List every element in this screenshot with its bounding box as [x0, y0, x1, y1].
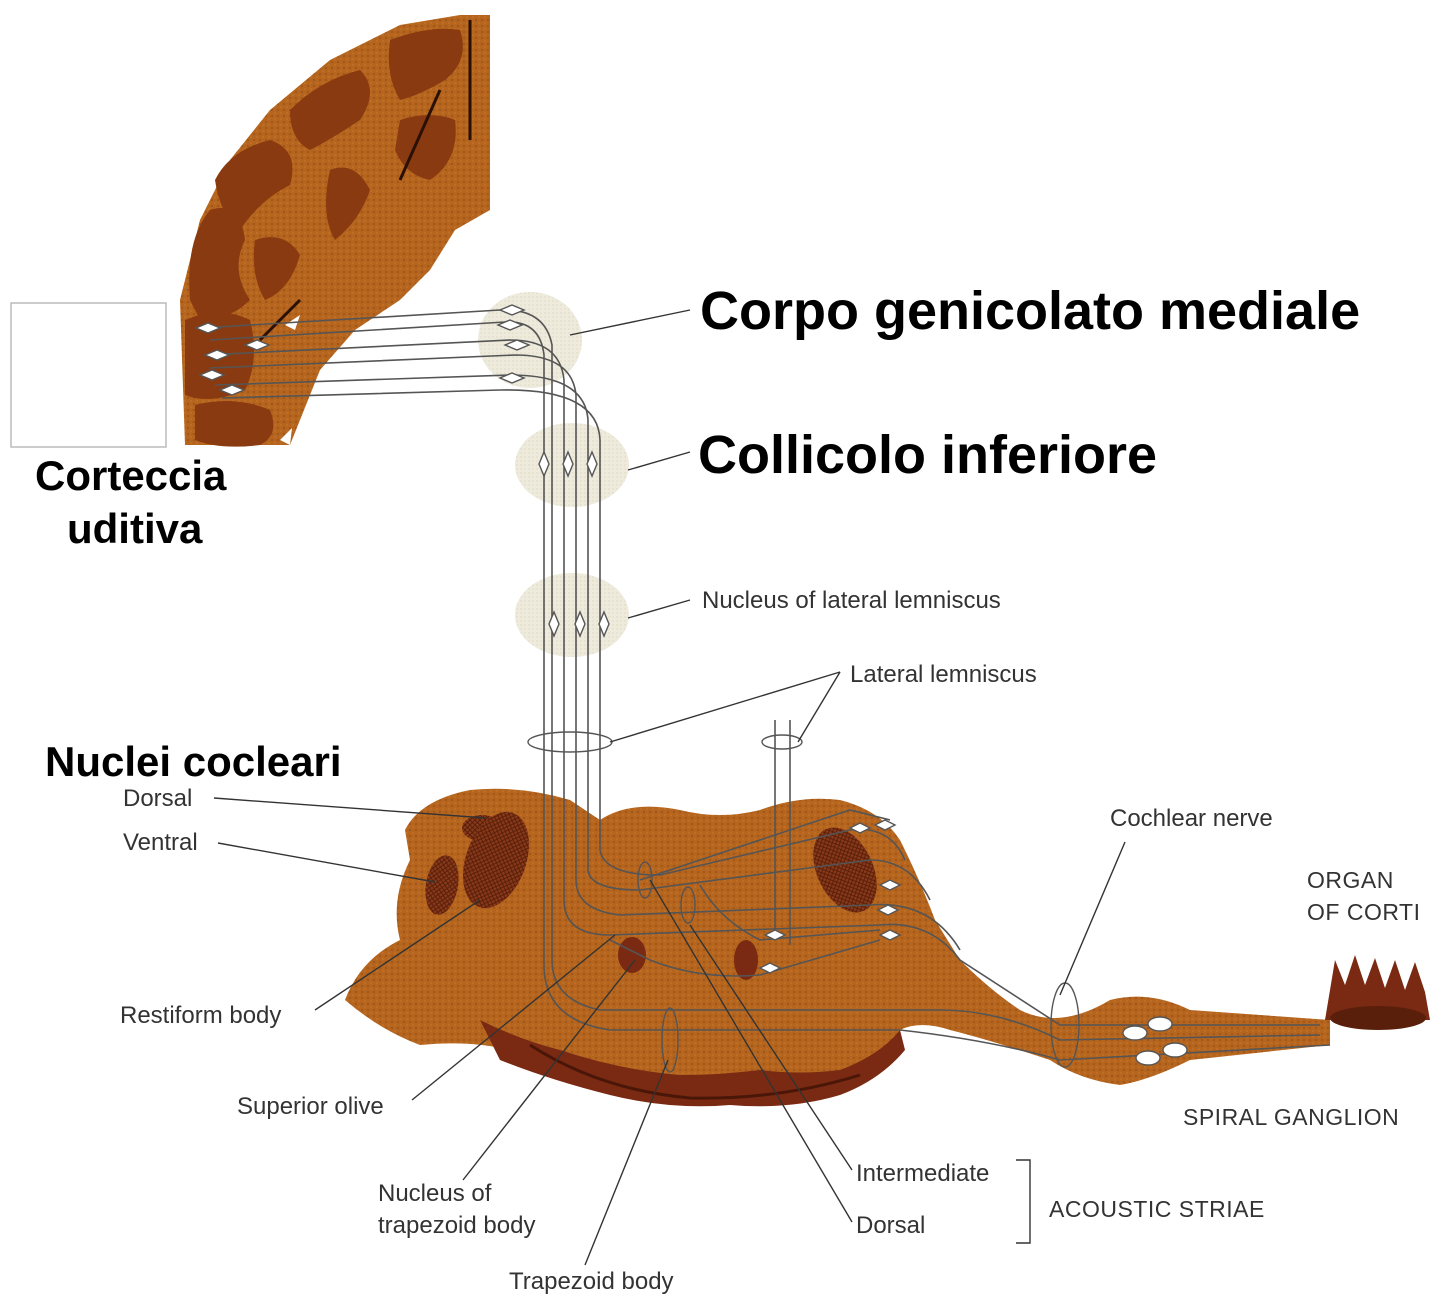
label-nucleus-lateral-lemniscus: Nucleus of lateral lemniscus — [702, 587, 1001, 615]
organ-of-corti — [1325, 955, 1430, 1030]
brainstem-section — [345, 789, 1330, 1107]
label-restiform-body: Restiform body — [120, 1002, 281, 1030]
label-of-corti: OF CORTI — [1307, 898, 1420, 926]
medial-geniculate-nucleus — [478, 292, 582, 388]
label-nuclei-cocleari: Nuclei cocleari — [45, 738, 341, 786]
label-cochlear-nerve: Cochlear nerve — [1110, 805, 1273, 833]
label-corteccia: Corteccia — [35, 452, 226, 500]
label-striae-dorsal: Dorsal — [856, 1212, 925, 1240]
label-nucleus-of: Nucleus of — [378, 1180, 491, 1208]
label-corpo-genicolato-mediale: Corpo genicolato mediale — [700, 280, 1360, 342]
label-trapezoid-body-nucleus: trapezoid body — [378, 1212, 535, 1240]
auditory-cortex — [180, 15, 490, 447]
label-organ: ORGAN — [1307, 866, 1394, 894]
label-spiral-ganglion: SPIRAL GANGLION — [1183, 1103, 1399, 1131]
label-lateral-lemniscus: Lateral lemniscus — [850, 661, 1037, 689]
label-ventral-nucleus: Ventral — [123, 829, 198, 857]
label-acoustic-striae: ACOUSTIC STRIAE — [1049, 1195, 1265, 1223]
label-uditiva: uditiva — [67, 505, 202, 553]
label-superior-olive: Superior olive — [237, 1093, 384, 1121]
lateral-lemniscus-nucleus — [515, 573, 629, 657]
blank-inset-box — [11, 303, 166, 447]
label-trapezoid-body: Trapezoid body — [509, 1268, 674, 1296]
label-collicolo-inferiore: Collicolo inferiore — [698, 424, 1157, 486]
label-intermediate: Intermediate — [856, 1160, 989, 1188]
label-dorsal-nucleus: Dorsal — [123, 785, 192, 813]
